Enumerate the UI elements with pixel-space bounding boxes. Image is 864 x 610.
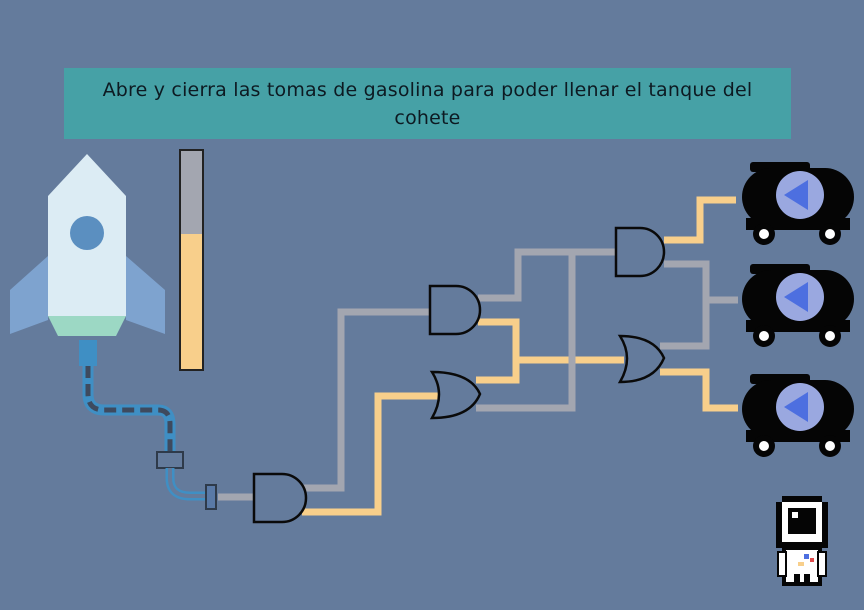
and-gate-right [614,226,666,278]
pipe-connector-end [205,484,217,510]
pipe-connector-top [79,340,97,366]
or-gate-right [617,334,666,384]
astronaut-icon [776,496,828,586]
logic-gates [252,226,666,524]
wire-g1-top [302,308,434,492]
wire-and-mid-in-top [478,248,624,302]
play-left-icon[interactable] [784,282,808,312]
wire-and-right-out2 [664,260,738,304]
instructions-banner: Abre y cierra las tomas de gasolina para… [64,68,791,139]
wire-and-right-out [664,196,736,244]
and-gate-middle [428,284,482,336]
rocket-window [70,216,104,250]
wire-and-mid-in-bottom [478,318,624,364]
play-left-icon[interactable] [784,180,808,210]
and-gate-input [252,472,308,524]
wire-or-mid-bottom [476,252,576,412]
wires [218,196,738,516]
rocket-fin-right [126,256,165,334]
tanker-top[interactable] [742,162,854,245]
rocket-nozzle [48,316,126,336]
pipe-clamp [156,451,184,469]
play-left-icon[interactable] [784,392,808,422]
wire-or-right-top [660,300,710,350]
tanker-middle[interactable] [742,264,854,347]
rocket-fin-left [10,256,48,334]
or-gate-middle [429,370,482,420]
instructions-text: Abre y cierra las tomas de gasolina para… [102,78,753,129]
fuel-gauge-fill [181,234,202,369]
rocket [10,154,165,336]
wire-or-mid-top [476,360,520,384]
rocket-fuel-pipe [79,340,217,510]
wire-g1-bottom [302,392,438,516]
tanker-bottom[interactable] [742,374,854,457]
wire-or-right-bottom [660,368,738,412]
fuel-gauge [179,149,204,371]
